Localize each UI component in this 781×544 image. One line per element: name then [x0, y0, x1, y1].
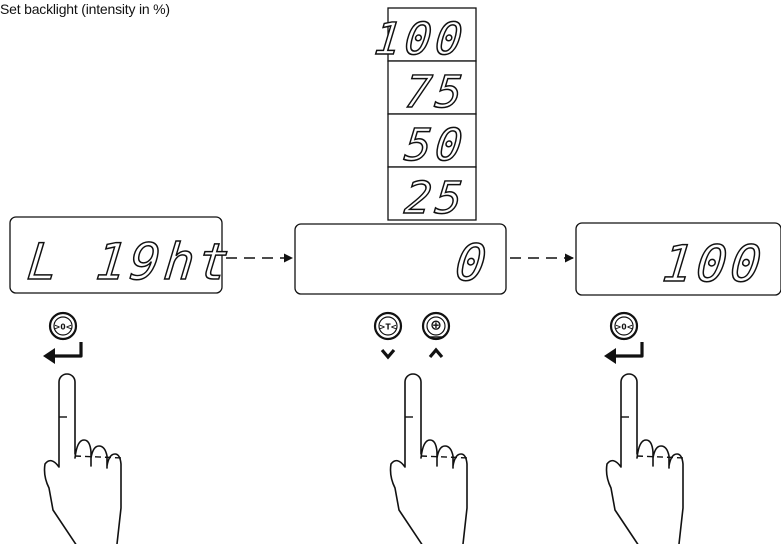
- backlight-option: 25: [387, 166, 477, 225]
- option-value: 75: [402, 67, 468, 118]
- option-value: 50: [402, 120, 468, 171]
- pointing-hand-icon: [605, 373, 686, 544]
- pointing-hand-icon: [389, 373, 470, 544]
- backlight-option: 50: [387, 113, 477, 172]
- option-value: 25: [402, 173, 468, 224]
- tare-icon: >T<: [379, 323, 397, 332]
- chevron-up-icon: [428, 347, 444, 359]
- caption: Set backlight (intensity in %): [0, 1, 170, 17]
- option-value: 100: [372, 14, 469, 65]
- chevron-down-icon: [380, 348, 396, 360]
- scale-key-button[interactable]: >0<: [609, 311, 639, 341]
- backlight-option: 100: [371, 7, 477, 66]
- zero-icon: >0<: [615, 323, 633, 332]
- enter-arrow-icon: [604, 342, 644, 364]
- display-value: 0: [453, 233, 493, 292]
- lcd-display: 0: [294, 223, 507, 295]
- zero-icon: >0<: [54, 323, 72, 332]
- display-value: L 19ht: [25, 232, 236, 291]
- display-value: 100: [660, 234, 768, 293]
- enter-arrow-icon: [43, 342, 83, 364]
- scale-key-button[interactable]: >T<: [373, 311, 403, 341]
- scale-key-button[interactable]: >0<: [48, 311, 78, 341]
- scale-key-button[interactable]: ⊕: [421, 311, 451, 341]
- backlight-option: 75: [387, 60, 477, 119]
- lcd-display: 100: [575, 222, 781, 296]
- plus-circle-icon: ⊕: [430, 318, 442, 334]
- pointing-hand-icon: [43, 373, 124, 544]
- lcd-display: L 19ht: [9, 216, 236, 294]
